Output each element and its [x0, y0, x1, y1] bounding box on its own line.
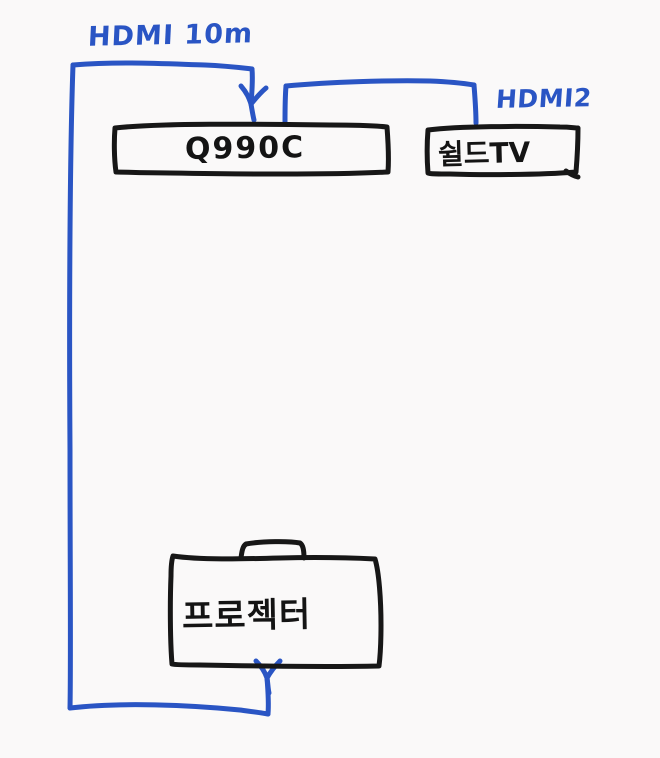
- hdmi2-label: HDMI2: [494, 83, 593, 114]
- soundbar-box: [111, 121, 391, 177]
- hdmi2-cable: [282, 78, 479, 126]
- hdmi-10m-cable: [67, 60, 283, 717]
- shieldtv-box: [424, 123, 581, 180]
- hdmi-10m-label: HDMI 10m: [87, 18, 254, 53]
- projector-label: 프로젝터: [181, 594, 312, 638]
- soundbar-label: Q990C: [184, 130, 306, 167]
- shieldtv-label: 쉴드TV: [437, 135, 531, 172]
- projector-box: [167, 539, 384, 669]
